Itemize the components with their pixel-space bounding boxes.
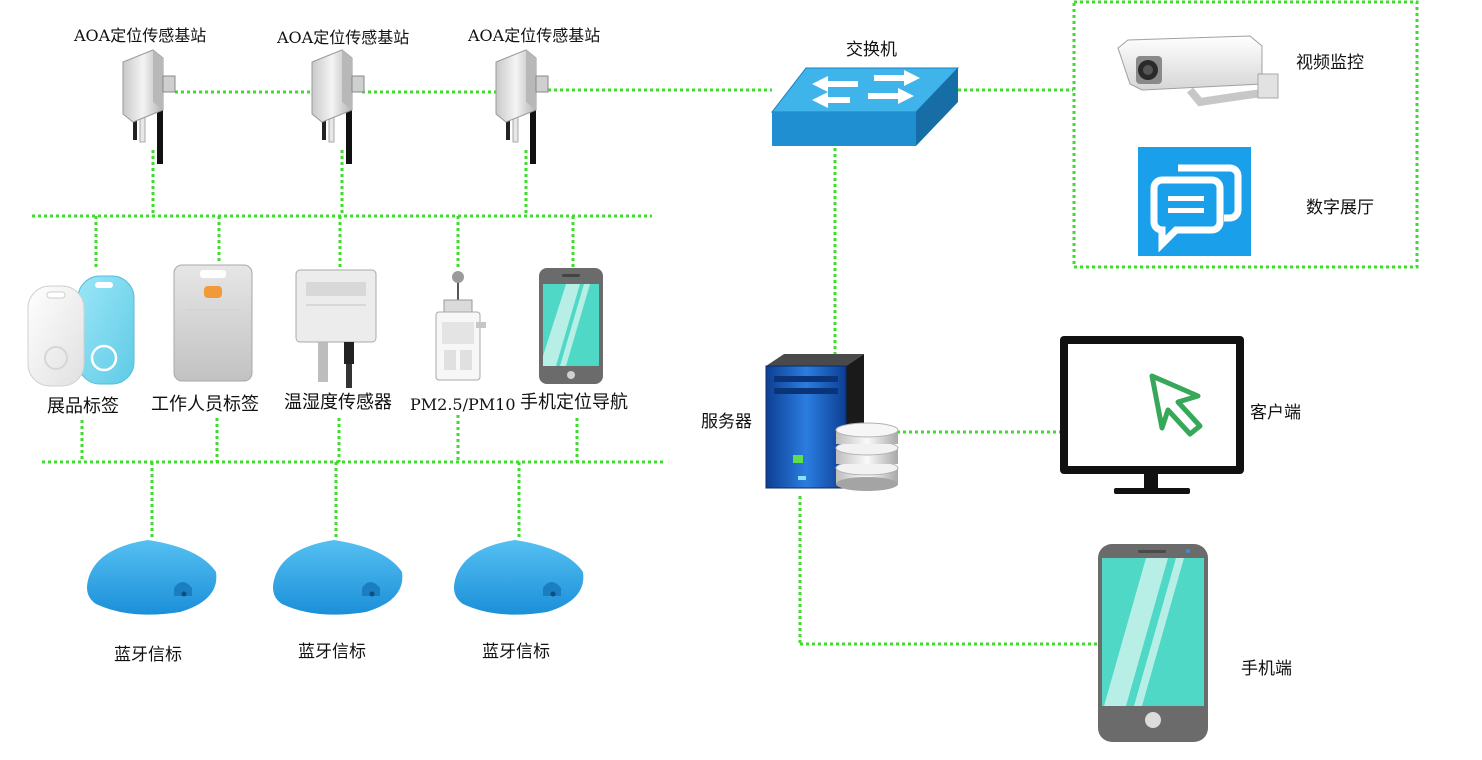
client-label: 客户端 [1250, 403, 1301, 423]
badge-icon [173, 264, 253, 382]
database-icon [835, 422, 899, 491]
switch-icon [770, 67, 960, 146]
beacon-label-3: 蓝牙信标 [482, 642, 550, 662]
device-label-exhibit-tag: 展品标签 [47, 396, 119, 417]
beacon-icon [273, 540, 403, 615]
tag-icon [27, 275, 135, 387]
device-label-phone-navigation: 手机定位导航 [520, 392, 628, 413]
station-label-3: AOA定位传感基站 [468, 26, 601, 45]
network-links [32, 0, 1419, 646]
video-surveillance-label: 视频监控 [1296, 53, 1364, 73]
beacon-label-2: 蓝牙信标 [298, 642, 366, 662]
station-label-1: AOA定位传感基站 [74, 26, 207, 45]
device-label-staff-tag: 工作人员标签 [151, 394, 259, 415]
beacon-1 [87, 540, 217, 615]
chat-app-icon [1138, 147, 1251, 256]
switch-label: 交换机 [846, 40, 897, 60]
phone-icon [539, 268, 603, 384]
digital-hall-label: 数字展厅 [1306, 198, 1374, 218]
monitor-icon [1060, 336, 1244, 494]
server-label: 服务器 [701, 412, 752, 432]
device-label-pm-monitor: PM2.5/PM10 [410, 395, 516, 414]
station-label-2: AOA定位传感基站 [277, 28, 410, 47]
aoa-station-1 [122, 49, 176, 164]
aoa-station-3 [495, 49, 549, 164]
mobile-label: 手机端 [1241, 659, 1292, 679]
air-monitor-icon [435, 271, 486, 381]
antenna-icon [122, 49, 176, 164]
beacon-icon [87, 540, 217, 615]
camera-icon [1117, 35, 1279, 107]
sensor-icon [295, 269, 377, 388]
aoa-station-2 [311, 49, 365, 164]
beacon-3 [454, 540, 584, 615]
beacon-icon [454, 540, 584, 615]
server-icon [765, 354, 899, 491]
beacon-label-1: 蓝牙信标 [114, 645, 182, 665]
antenna-icon [311, 49, 365, 164]
device-label-humidity-sensor: 温湿度传感器 [284, 392, 392, 413]
antenna-icon [495, 49, 549, 164]
mobile-phone-icon [1098, 544, 1208, 742]
beacon-2 [273, 540, 403, 615]
cursor-icon [1149, 373, 1203, 437]
